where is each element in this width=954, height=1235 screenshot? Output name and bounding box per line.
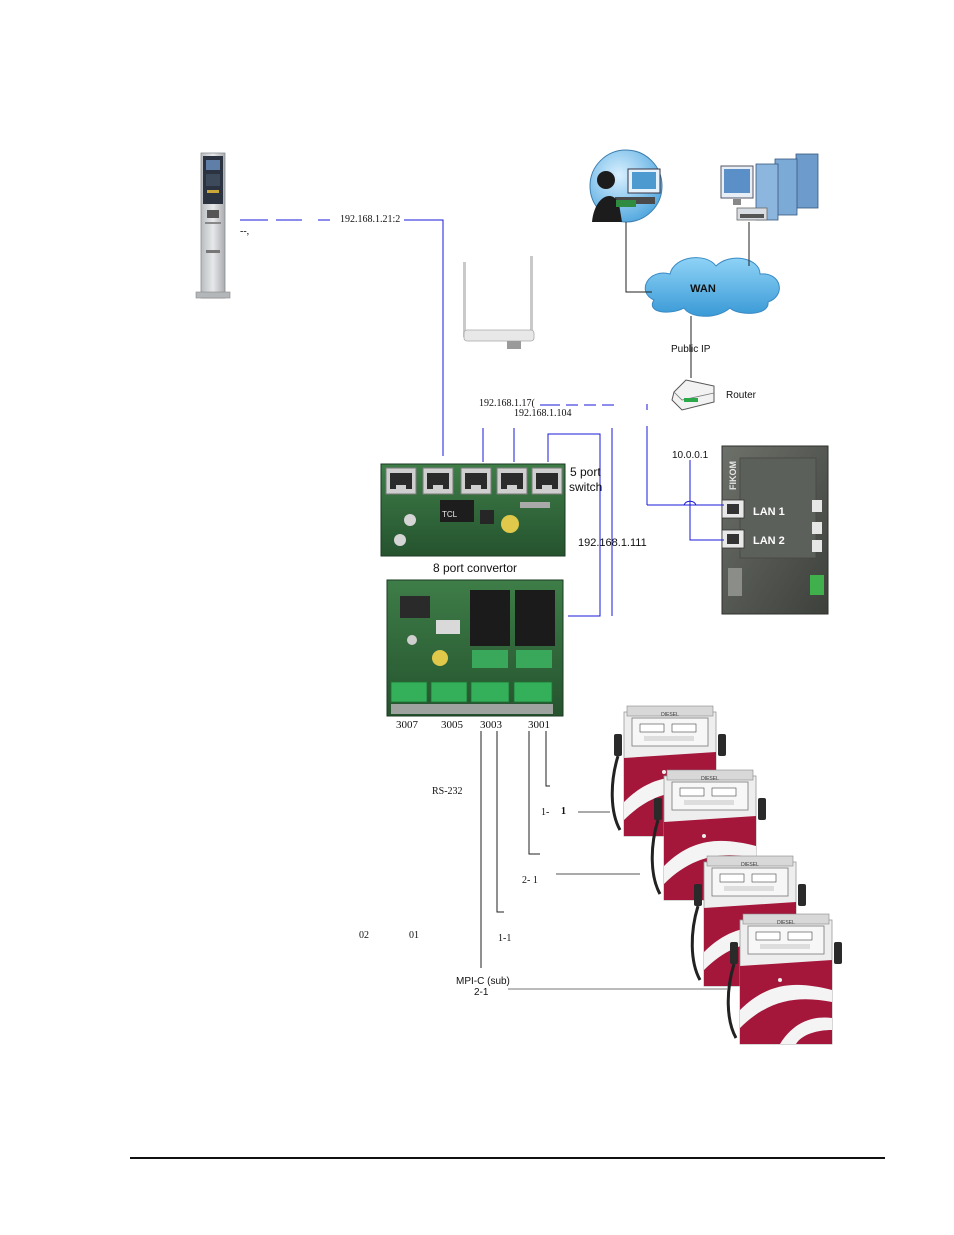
address-02-label: 02 (359, 930, 369, 941)
lan2-label: LAN 2 (753, 535, 785, 547)
controller-brand-label: FIKOM (728, 461, 738, 490)
link-lan2 (689, 460, 724, 541)
pump-1-1-small-label: 1-1 (498, 933, 512, 944)
network-connections (240, 219, 750, 990)
converter-title: 8 port convertor (433, 561, 518, 575)
port-3001-label: 3001 (528, 719, 550, 731)
footer-rule (130, 1157, 885, 1159)
pump-1-brand: DIESEL (661, 712, 679, 718)
switch-title: 5 port (570, 465, 601, 479)
link-3003-pump3 (496, 731, 504, 913)
port-3007-label: 3007 (396, 719, 418, 731)
pump-2-1-label: 2- 1 (522, 875, 538, 886)
globe-user-icon (589, 149, 663, 223)
ip-17-label: 192.168.1.17( (479, 398, 535, 409)
pump-1-1-label-a: 1- (541, 807, 550, 818)
link-3001-pump2 (528, 731, 540, 855)
pump-4-brand: DIESEL (777, 920, 795, 926)
link-globe-wan (625, 222, 652, 293)
pump-2-1-small-label: 2-1 (474, 987, 489, 998)
ip-10-label: 10.0.0.1 (672, 450, 709, 461)
rs232-label: RS-232 (432, 786, 463, 797)
wan-label: WAN (690, 283, 716, 295)
terminal-dash-label: --, (240, 226, 250, 237)
pump-2-brand: DIESEL (701, 776, 719, 782)
link-terminal-switch (240, 219, 444, 456)
mpi-c-sub-label: MPI-C (sub) (456, 976, 510, 987)
link-3001-pump1 (545, 731, 550, 787)
wan-cloud (644, 257, 780, 317)
server-cluster-icon (720, 153, 819, 221)
terminal-ip-label: 192.168.1.21:2 (340, 214, 401, 225)
eight-port-converter-board (386, 579, 564, 717)
address-01-label: 01 (409, 930, 419, 941)
lan1-label: LAN 1 (753, 506, 785, 518)
pump-3-brand: DIESEL (741, 862, 759, 868)
board-brand-label: TCL (442, 510, 458, 519)
port-3003-label: 3003 (480, 719, 502, 731)
five-port-switch-board: TCL (380, 463, 566, 557)
fuel-pump-4 (726, 912, 844, 1046)
fikom-controller-box: FIKOM (721, 445, 829, 615)
pump-1-1-label-b: 1 (561, 806, 566, 817)
link-switch-converter-loop (547, 433, 601, 617)
payment-terminal-kiosk (195, 152, 231, 299)
port-3005-label: 3005 (441, 719, 463, 731)
ip-104-label: 192.168.1.104 (514, 408, 572, 419)
wifi-access-point-icon (463, 256, 535, 349)
public-ip-label: Public IP (671, 344, 711, 355)
switch-title-2: switch (569, 480, 603, 494)
router-label: Router (726, 390, 757, 401)
router-icon (671, 379, 715, 411)
ip-111-label: 192.168.1.111 (578, 537, 647, 549)
